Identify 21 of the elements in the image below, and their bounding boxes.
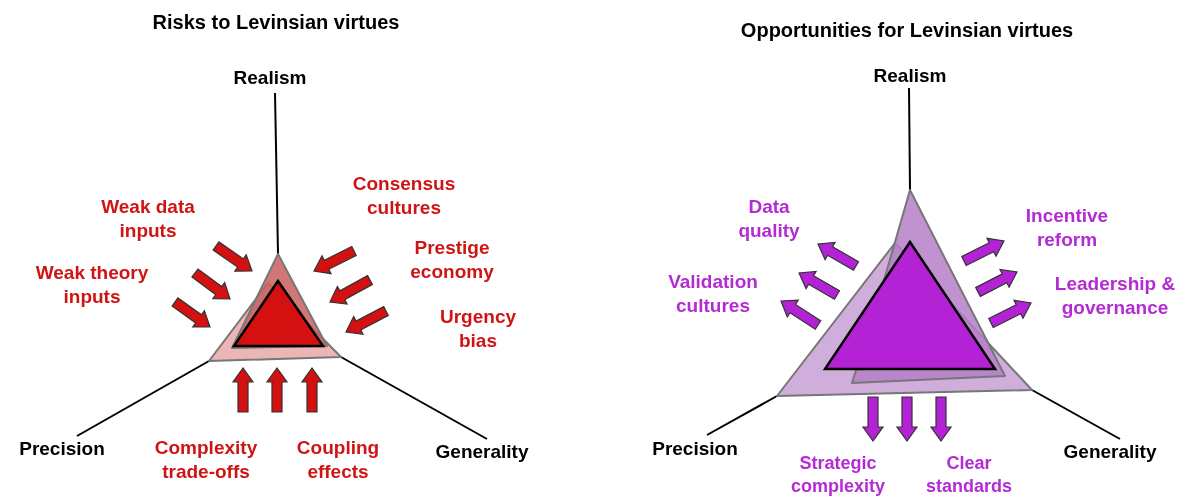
risk-label: Urgency bias [439,305,517,353]
risk-label: Weak data inputs [100,195,196,243]
opportunity-label: Strategic complexity [789,452,886,498]
opportunity-label: Incentive reform [1024,204,1110,252]
opportunity-label: Data quality [737,195,801,243]
axis-label: Realism [233,66,307,90]
risk-label: Complexity trade-offs [153,436,259,484]
axis-label: Generality [435,440,529,464]
panel-title: Risks to Levinsian virtues [152,10,400,35]
risk-label: Weak theory inputs [34,261,150,309]
opportunity-label: Leadership & governance [1053,272,1177,320]
risk-label: Prestige economy [409,236,495,284]
axis-label: Precision [19,437,105,461]
axis-label: Realism [873,64,947,88]
axis-label: Precision [652,437,738,461]
risk-label: Consensus cultures [351,172,457,220]
opportunity-label: Clear standards [925,452,1013,498]
opportunity-label: Validation cultures [667,270,759,318]
panel-title: Opportunities for Levinsian virtues [740,18,1074,43]
risk-label: Coupling effects [295,436,381,484]
axis-label: Generality [1063,440,1157,464]
